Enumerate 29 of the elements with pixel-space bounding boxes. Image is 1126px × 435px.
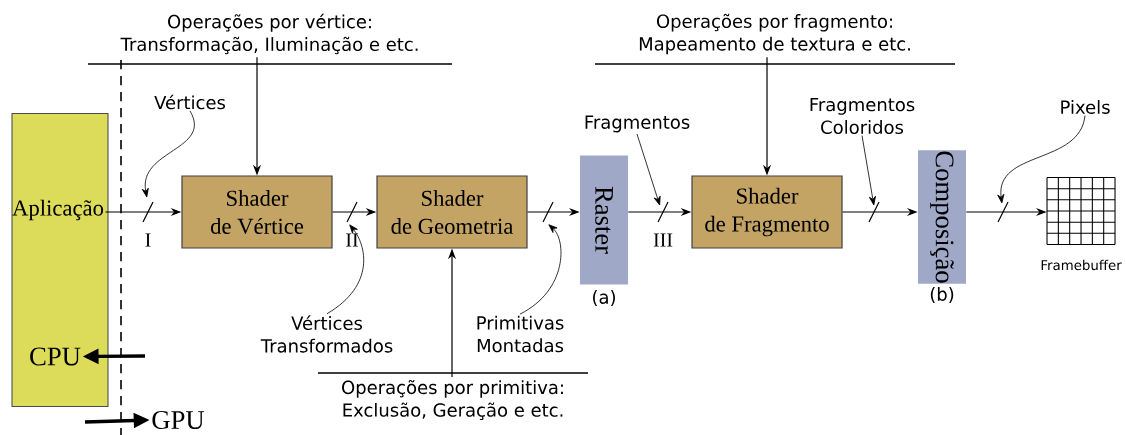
node-label: (b) bbox=[930, 287, 954, 304]
stage-bar: Composição bbox=[918, 150, 966, 284]
framebuffer-grid bbox=[1046, 176, 1116, 246]
leader-line bbox=[861, 135, 876, 206]
leader-text: Primitivas Montadas bbox=[477, 315, 564, 353]
stage-bar: Raster bbox=[580, 155, 628, 285]
edge-label: I bbox=[143, 232, 153, 248]
leader-text: Vértices Transformados bbox=[260, 315, 393, 353]
leader-text: Fragmentos bbox=[585, 115, 690, 133]
node-label: Framebuffer bbox=[1041, 259, 1122, 271]
operations-note: Operações por vértice: Transformação, Iluminação e etc. bbox=[87, 13, 453, 65]
leader-line bbox=[326, 224, 365, 315]
shader-box: Shader de Vértice bbox=[181, 175, 333, 249]
operations-note: Operações por primitiva: Exclusão, Geração e etc. bbox=[317, 372, 589, 421]
edge-label: II bbox=[344, 232, 360, 248]
leader-line bbox=[141, 110, 195, 198]
operations-note: Operações por fragmento: Mapeamento de textura e etc. bbox=[594, 13, 956, 65]
leader-line bbox=[997, 115, 1086, 204]
shader-box: Shader de Geometria bbox=[376, 175, 528, 249]
leader-text: Pixels bbox=[1061, 100, 1110, 114]
node-label: (a) bbox=[593, 290, 615, 307]
shader-box: Shader de Fragmento bbox=[691, 175, 843, 249]
cpu-label: CPU bbox=[30, 347, 81, 366]
leader-line bbox=[636, 133, 661, 206]
edge-label: III bbox=[651, 232, 675, 248]
gpu-label: GPU bbox=[152, 411, 205, 429]
leader-text: Vértices bbox=[154, 94, 226, 110]
leader-text: Fragmentos Coloridos bbox=[810, 97, 915, 134]
leader-line bbox=[519, 224, 562, 315]
